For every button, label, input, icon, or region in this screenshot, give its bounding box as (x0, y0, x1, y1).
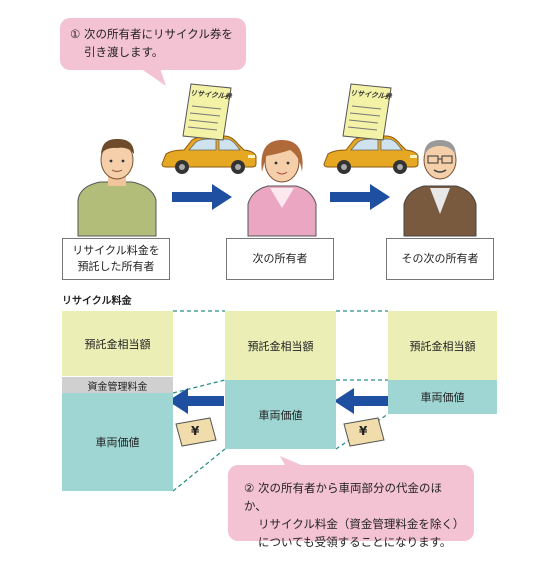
bubble-top-line1: ① 次の所有者にリサイクル券を (70, 27, 233, 41)
col2-vehicle-block: 車両価値 (225, 380, 336, 449)
yen-symbol-1: ¥ (191, 424, 200, 438)
bubble-bottom-num: ② (244, 481, 255, 495)
col2-deposit-block: 預託金相当額 (225, 311, 336, 380)
col1-vehicle-block: 車両価値 (62, 393, 173, 491)
transfer-arrow-icon-1 (172, 184, 232, 210)
person-icon-2 (247, 140, 317, 237)
transfer-arrow-icon-2 (330, 184, 390, 210)
person-label-3: その次の所有者 (386, 238, 494, 280)
yen-symbol-2: ¥ (359, 424, 368, 438)
bubble-bottom-line3: についても受領することになります。 (258, 535, 452, 549)
col3-vehicle-block: 車両価値 (388, 380, 497, 414)
bubble-bottom-line1: ② 次の所有者から車両部分の代金のほか、 (244, 481, 442, 513)
col1-deposit-block: 預託金相当額 (62, 311, 173, 376)
car-icon-2 (323, 135, 419, 175)
speech-bubble-bottom: ② 次の所有者から車両部分の代金のほか、 リサイクル料金（資金管理料金を除く） … (228, 465, 474, 549)
bubble-tail-bottom (280, 456, 306, 467)
bubble-top-line2: 引き渡します。 (84, 45, 164, 59)
car-icon-1 (161, 135, 257, 175)
person-label-2: 次の所有者 (226, 238, 334, 280)
person-label-1: リサイクル料金を 預託した所有者 (62, 238, 170, 280)
speech-bubble-top: ① 次の所有者にリサイクル券を 引き渡します。 (60, 18, 246, 70)
person-icon-3 (403, 140, 477, 237)
bubble-tail-top (140, 68, 166, 86)
bubble-top-num: ① (70, 27, 81, 41)
payment-arrow-icon-2 (334, 388, 388, 414)
payment-arrow-icon-1 (168, 388, 224, 414)
bubble-bottom-line2: リサイクル料金（資金管理料金を除く） (258, 517, 465, 531)
fee-section-title: リサイクル料金 (62, 296, 132, 307)
person-icon-1 (77, 138, 157, 237)
col1-admin-fee-block: 資金管理料金 (62, 377, 173, 393)
col3-deposit-block: 預託金相当額 (388, 311, 497, 380)
